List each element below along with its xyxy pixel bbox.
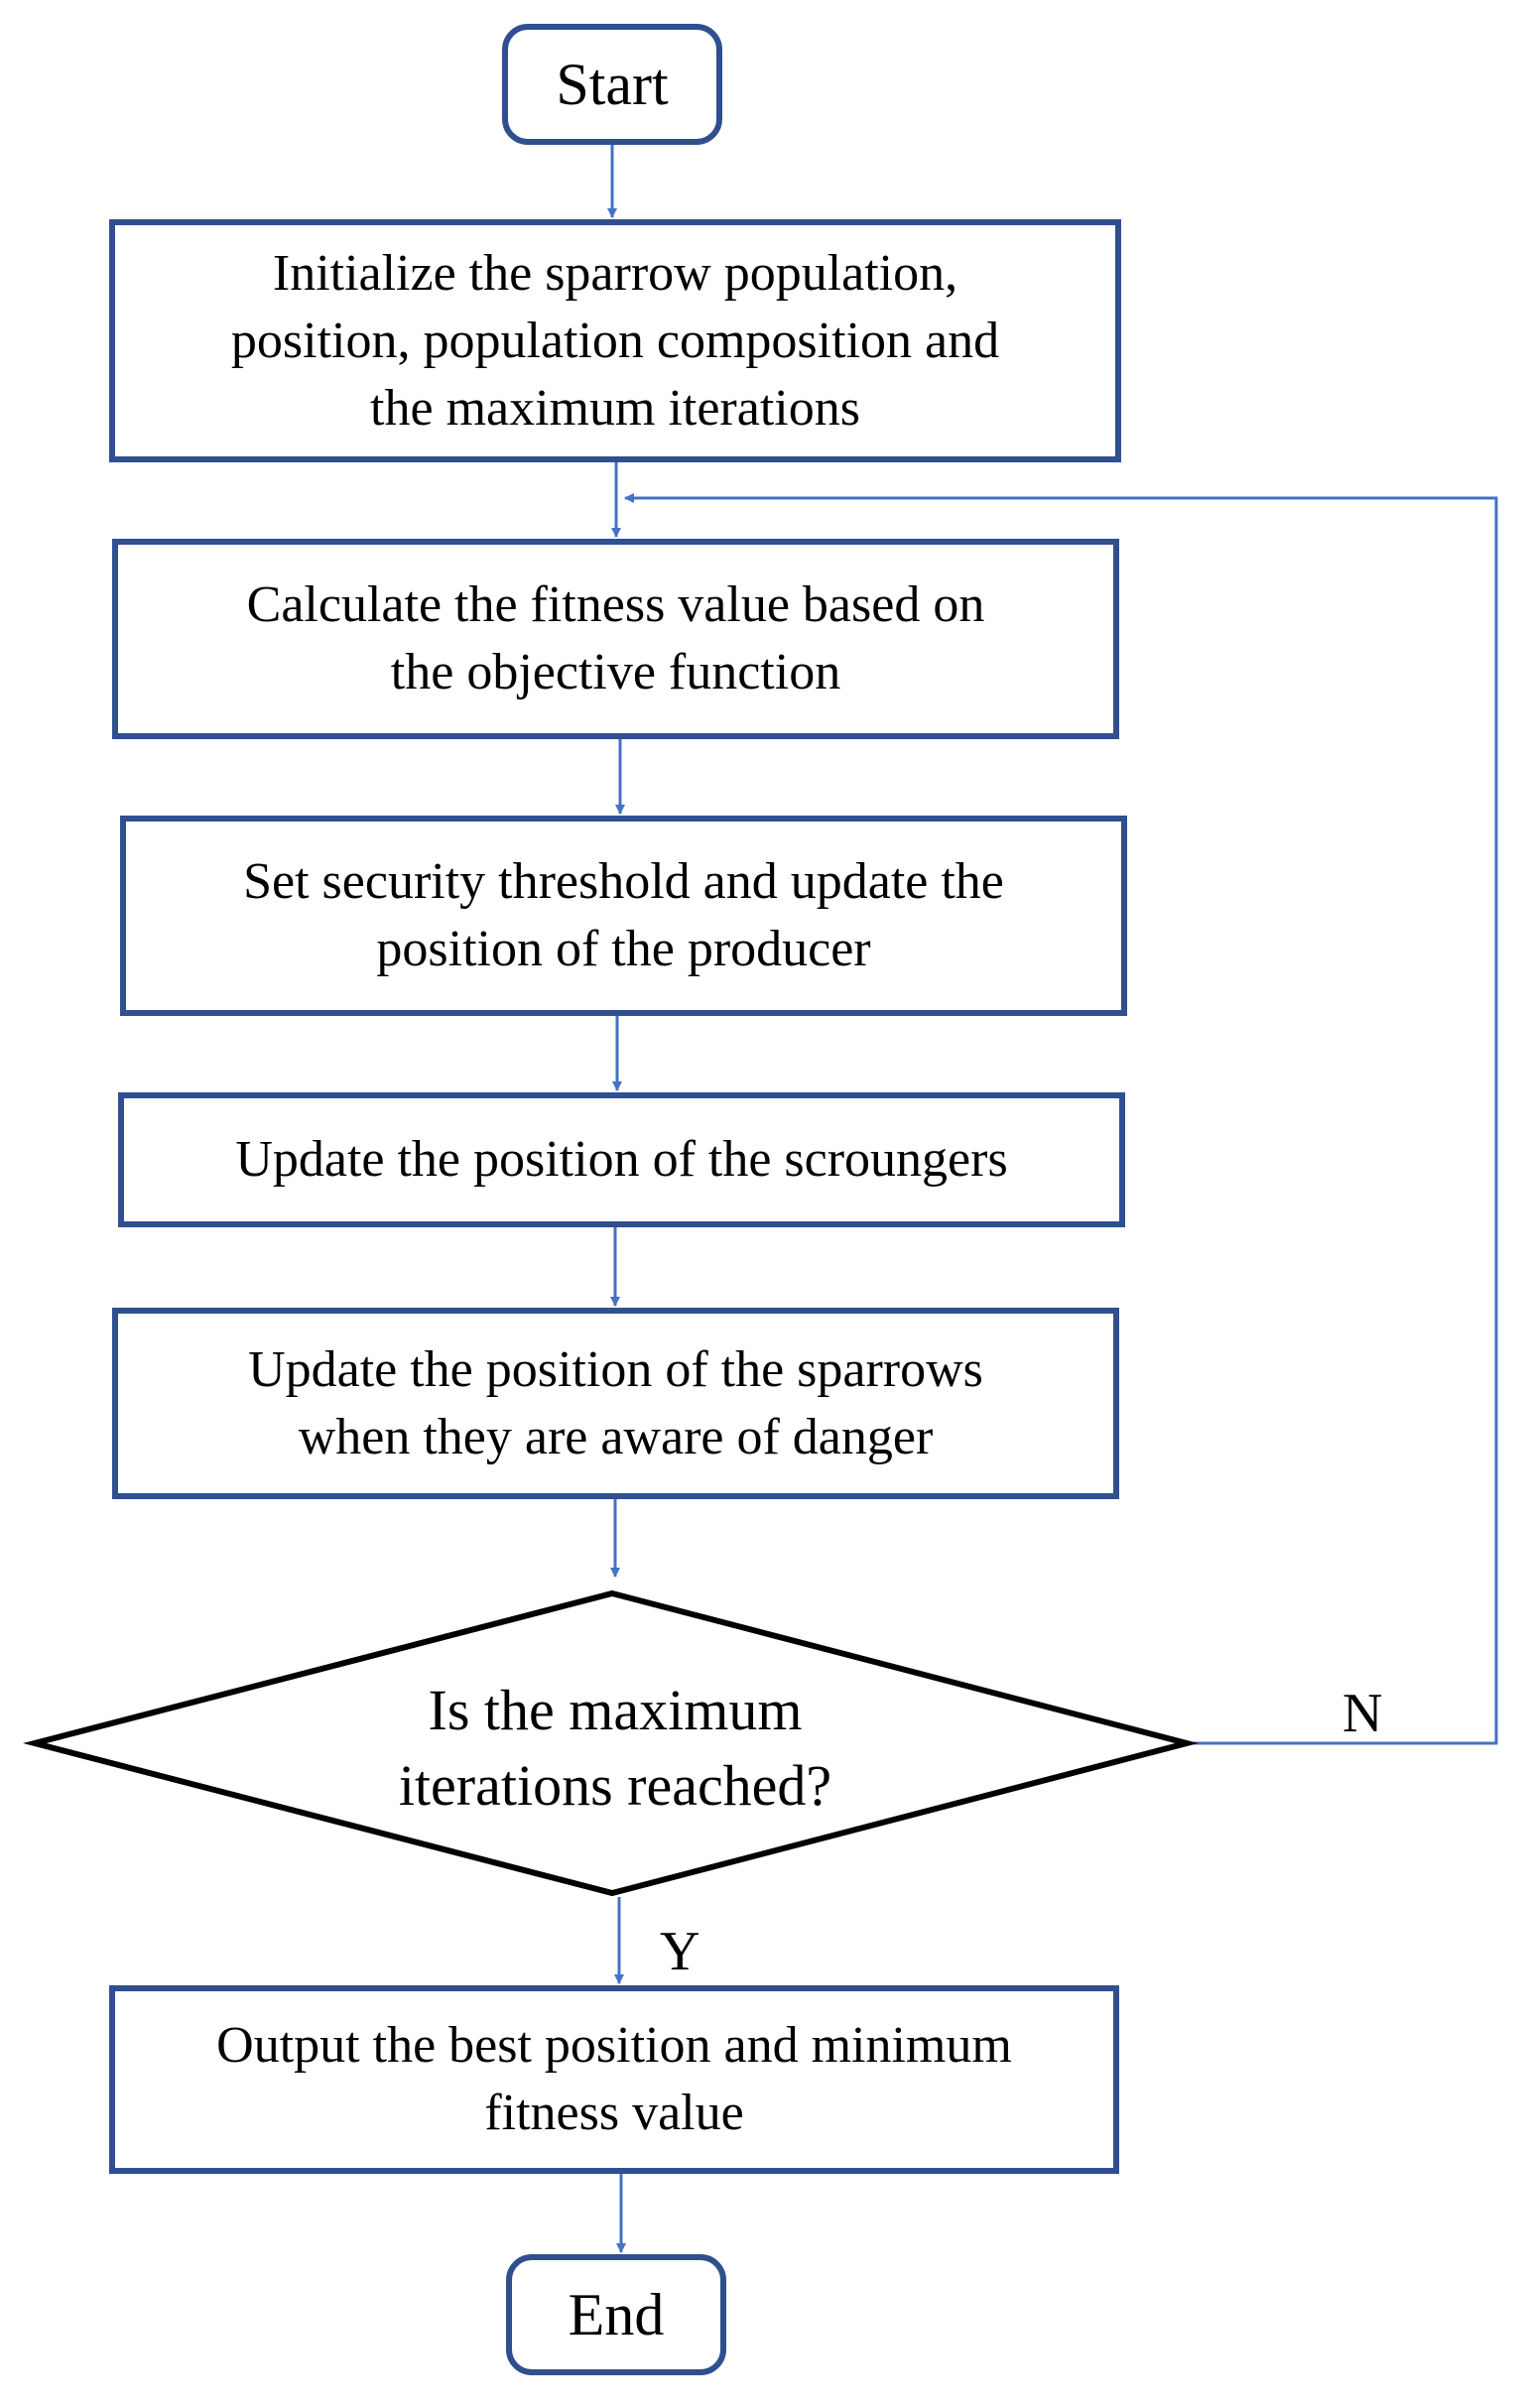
loop-back-arrow (624, 493, 1498, 1745)
end-terminal: End (506, 2254, 726, 2375)
initialize-line-2: position, population composition and (230, 312, 1000, 369)
end-label: End (568, 2282, 665, 2347)
fitness-line-2: the objective function (390, 644, 841, 700)
decision-diamond (23, 1589, 1199, 1897)
no-branch-label: N (1342, 1683, 1383, 1744)
output-step: Output the best position and minimum fit… (109, 1985, 1119, 2174)
output-line-2: fitness value (484, 2085, 744, 2141)
decision-line-2: iterations reached? (398, 1753, 832, 1818)
yes-branch-label: Y (660, 1921, 700, 1982)
threshold-line-1: Set security threshold and update the (243, 853, 1004, 910)
decision-label: Is the maximum iterations reached? (208, 1669, 1022, 1828)
threshold-line-2: position of the producer (376, 921, 871, 977)
initialize-line-1: Initialize the sparrow population, (272, 244, 958, 302)
initialize-line-3: the maximum iterations (370, 379, 860, 437)
danger-line-1: Update the position of the sparrows (248, 1340, 983, 1398)
start-terminal: Start (502, 24, 722, 145)
threshold-step: Set security threshold and update the po… (120, 816, 1127, 1016)
fitness-line-1: Calculate the fitness value based on (246, 576, 985, 633)
output-line-1: Output the best position and minimum (216, 2017, 1012, 2074)
scroungers-line-1: Update the position of the scroungers (235, 1131, 1008, 1188)
initialize-step: Initialize the sparrow population, posit… (109, 219, 1121, 462)
danger-line-2: when they are aware of danger (298, 1408, 934, 1465)
scroungers-step: Update the position of the scroungers (118, 1092, 1125, 1227)
danger-step: Update the position of the sparrows when… (112, 1308, 1119, 1499)
decision-line-1: Is the maximum (428, 1678, 803, 1742)
start-label: Start (556, 52, 669, 117)
fitness-step: Calculate the fitness value based on the… (112, 539, 1119, 739)
